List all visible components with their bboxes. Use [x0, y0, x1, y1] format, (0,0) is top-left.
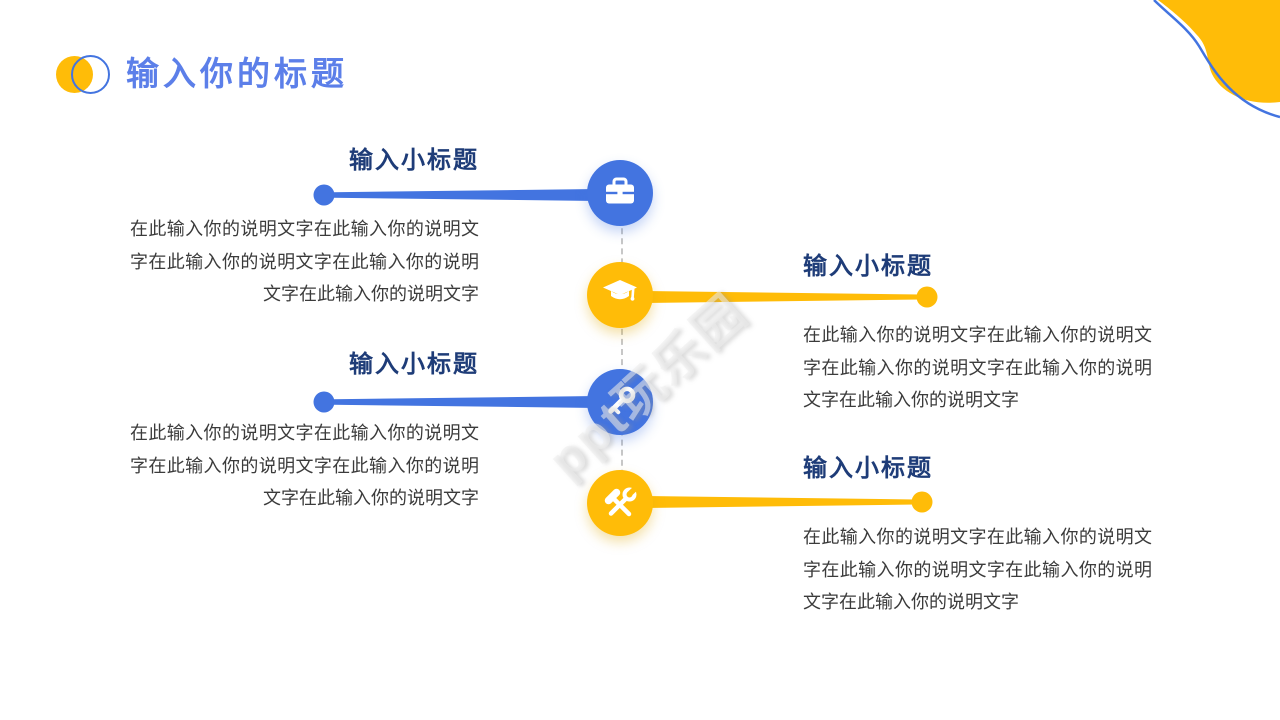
connector-line-4	[645, 491, 933, 513]
graduation-cap-icon	[603, 280, 637, 301]
connector-dot-3	[313, 391, 335, 413]
item-subtitle: 输入小标题	[349, 147, 479, 174]
corner-blue-curve	[1153, 0, 1280, 119]
key-icon	[608, 386, 636, 415]
item-body-text: 在此输入你的说明文字在此输入你的说明文字在此输入你的说明文字在此输入你的说明文字…	[130, 219, 479, 304]
page-title: 输入你的标题	[126, 55, 348, 92]
briefcase-icon	[606, 177, 634, 204]
corner-yellow-blob	[1158, 0, 1280, 103]
item-subtitle: 输入小标题	[803, 253, 933, 280]
timeline-node-2	[587, 262, 653, 328]
connector-line-1	[313, 184, 598, 206]
connector-dot-4	[911, 491, 933, 513]
timeline-item-2: 输入小标题 在此输入你的说明文字在此输入你的说明文字在此输入你的说明文字在此输入…	[803, 252, 1152, 417]
item-body-text: 在此输入你的说明文字在此输入你的说明文字在此输入你的说明文字在此输入你的说明文字…	[130, 423, 479, 508]
title-group: 输入你的标题	[54, 52, 348, 96]
item-body-text: 在此输入你的说明文字在此输入你的说明文字在此输入你的说明文字在此输入你的说明文字…	[803, 527, 1152, 612]
title-bullet-icon	[54, 52, 112, 96]
connector-line-2	[645, 286, 938, 308]
item-subtitle: 输入小标题	[349, 351, 479, 378]
item-body-text: 在此输入你的说明文字在此输入你的说明文字在此输入你的说明文字在此输入你的说明文字…	[803, 325, 1152, 410]
timeline-node-1	[587, 160, 653, 226]
connector-line-3	[313, 391, 598, 413]
timeline-item-4: 输入小标题 在此输入你的说明文字在此输入你的说明文字在此输入你的说明文字在此输入…	[803, 454, 1152, 619]
tools-icon	[604, 484, 640, 517]
corner-blob-decoration	[1153, 0, 1280, 119]
timeline-node-3	[587, 369, 653, 435]
connector-dot-1	[313, 184, 335, 206]
timeline-item-1: 输入小标题 在此输入你的说明文字在此输入你的说明文字在此输入你的说明文字在此输入…	[130, 146, 479, 311]
connector-dot-2	[916, 286, 938, 308]
timeline-item-3: 输入小标题 在此输入你的说明文字在此输入你的说明文字在此输入你的说明文字在此输入…	[130, 350, 479, 515]
blue-ring-icon	[71, 55, 110, 94]
timeline-node-4	[587, 470, 653, 536]
item-subtitle: 输入小标题	[803, 455, 933, 482]
timeline-dashed-line	[621, 198, 623, 506]
